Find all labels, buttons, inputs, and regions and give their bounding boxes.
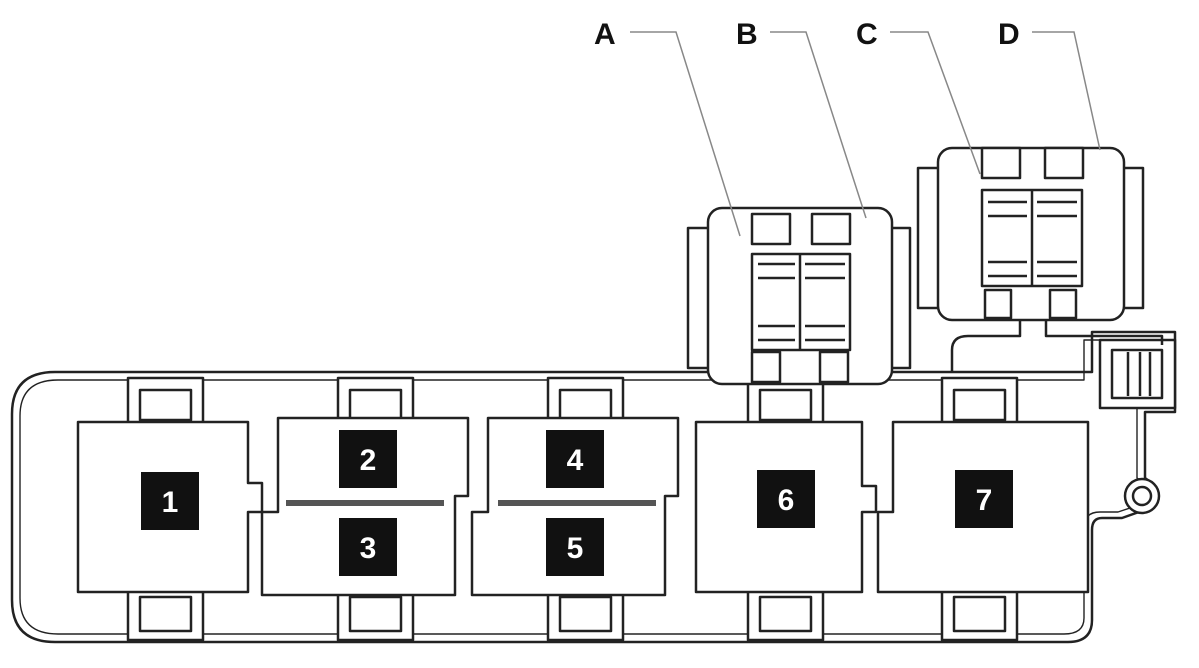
- relay-4-5-body: [470, 416, 680, 597]
- relay-1-label-box: [141, 472, 199, 530]
- relay-1-label: 1: [162, 486, 179, 519]
- relay-6-label: 6: [778, 484, 795, 517]
- side-connector: [1098, 338, 1177, 410]
- callout-a-leader: [630, 31, 741, 237]
- relay-2-label-box: [339, 430, 397, 488]
- callout-c-label: C: [856, 18, 878, 51]
- callout-b-leader: [770, 31, 867, 219]
- relay-4-label: 4: [567, 444, 584, 477]
- relay-2-label: 2: [360, 444, 377, 477]
- relay-6-label-box: [757, 470, 815, 528]
- callout-d-leader: [1032, 31, 1101, 151]
- relay-3-label: 3: [360, 532, 377, 565]
- relay-2-3-body: [260, 416, 470, 597]
- relay-3-label-box: [339, 518, 397, 576]
- fuse-holder-ab: [686, 206, 912, 386]
- mounting-eye: [1123, 477, 1161, 515]
- callout-c-leader: [890, 31, 981, 175]
- callout-a-label: A: [594, 18, 616, 51]
- relay-5-label-box: [546, 518, 604, 576]
- relay-4-label-box: [546, 430, 604, 488]
- callout-d-label: D: [998, 18, 1020, 51]
- relay-5-label: 5: [567, 532, 584, 565]
- relay-7-label-box: [955, 470, 1013, 528]
- relay-clips-top: [126, 376, 1019, 426]
- callout-b-label: B: [736, 18, 758, 51]
- relay-clips-bottom: [126, 583, 1019, 642]
- fuse-holder-cd: [916, 146, 1164, 372]
- relay-7-label: 7: [976, 484, 993, 517]
